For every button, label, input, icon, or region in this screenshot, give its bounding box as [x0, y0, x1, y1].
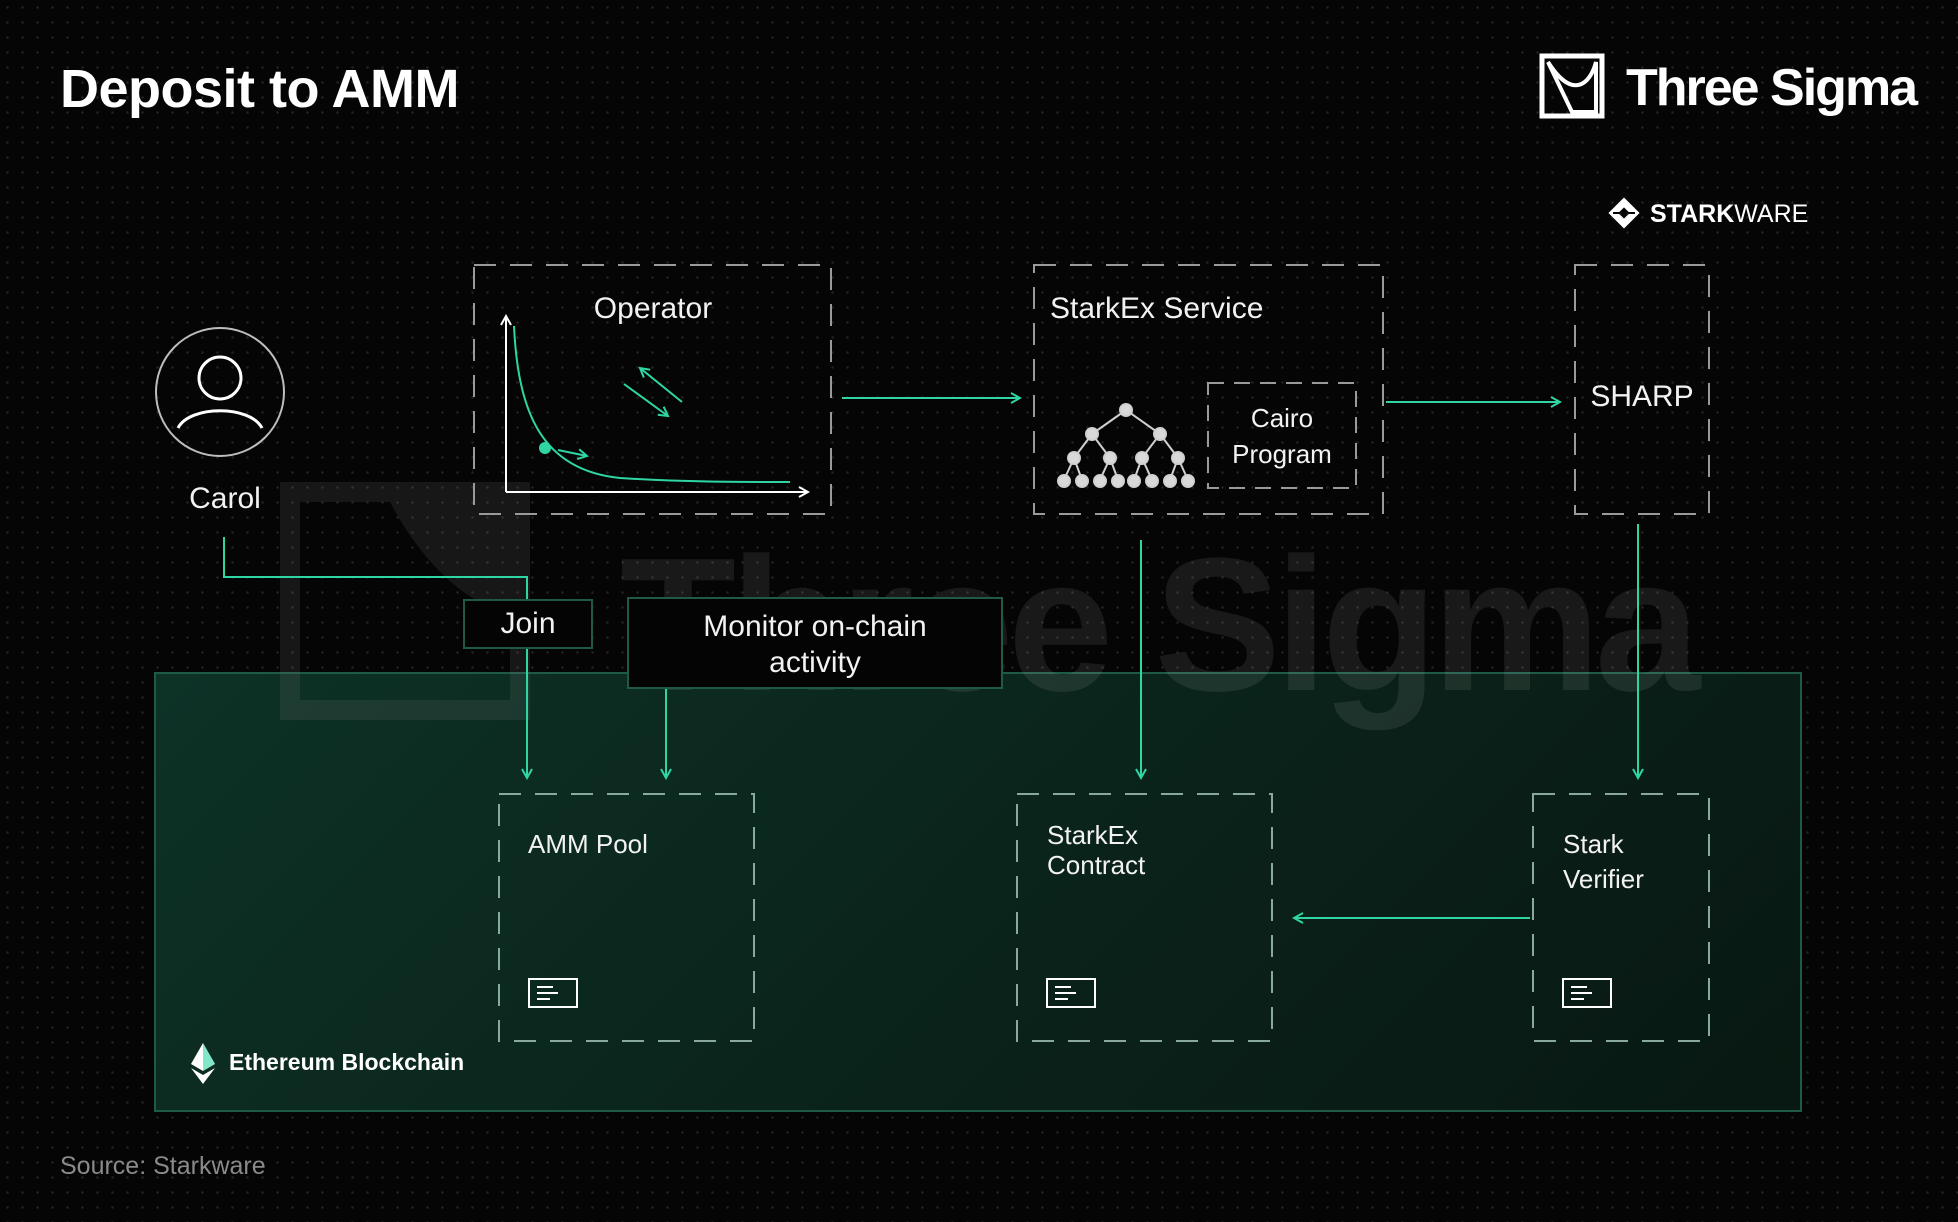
ethereum-blockchain-panel: [154, 672, 1802, 1112]
monitor-action: Monitor on-chain activity: [627, 597, 1003, 689]
document-icon: [528, 978, 578, 1008]
amm-pool-label: AMM Pool: [528, 829, 648, 859]
sharp-box: [1574, 264, 1710, 515]
cairo-program-label-line2: Program: [1232, 439, 1332, 469]
sharp-label: SHARP: [1590, 380, 1694, 413]
stark-verifier-box: [1532, 793, 1710, 1042]
source-caption: Source: Starkware: [60, 1152, 266, 1180]
partner-wordmark-bold: STARK: [1650, 200, 1735, 228]
amm-pool-box: [498, 793, 755, 1042]
curve-chart-icon: [506, 316, 808, 492]
page-title: Deposit to AMM: [60, 59, 459, 119]
ethereum-icon: [191, 1043, 215, 1084]
brand-name: Three Sigma: [1626, 59, 1918, 117]
watermark-logo: [280, 482, 530, 720]
starkex-service-label: StarkEx Service: [1050, 292, 1264, 325]
starkex-contract-box: [1016, 793, 1273, 1042]
document-icon: [1562, 978, 1612, 1008]
starkex-contract-label-line2: Contract: [1047, 850, 1146, 880]
three-sigma-logo: [1539, 53, 1605, 119]
user-label: Carol: [189, 482, 261, 515]
connector-lines: [223, 398, 1638, 918]
ethereum-blockchain-label: Ethereum Blockchain: [229, 1049, 465, 1075]
monitor-label-line2: activity: [769, 646, 861, 679]
merkle-tree-icon: [1057, 403, 1195, 488]
stark-verifier-label-line2: Verifier: [1563, 864, 1644, 894]
operator-label: Operator: [593, 292, 713, 325]
join-action: Join: [463, 599, 593, 649]
document-icon: [1046, 978, 1096, 1008]
cairo-program-label-line1: Cairo: [1250, 403, 1314, 433]
operator-box: [473, 264, 832, 515]
starkex-contract-label-line1: StarkEx: [1047, 820, 1139, 850]
starkware-logo: [1608, 197, 1640, 229]
partner-wordmark: STARKWARE: [1650, 200, 1808, 229]
starkex-service-box: [1033, 264, 1384, 515]
partner-wordmark-rest: WARE: [1734, 200, 1809, 228]
cairo-program-box: [1207, 382, 1357, 489]
stark-verifier-label-line1: Stark: [1563, 829, 1624, 859]
monitor-label-line1: Monitor on-chain: [703, 610, 927, 643]
user-icon: [155, 327, 285, 457]
